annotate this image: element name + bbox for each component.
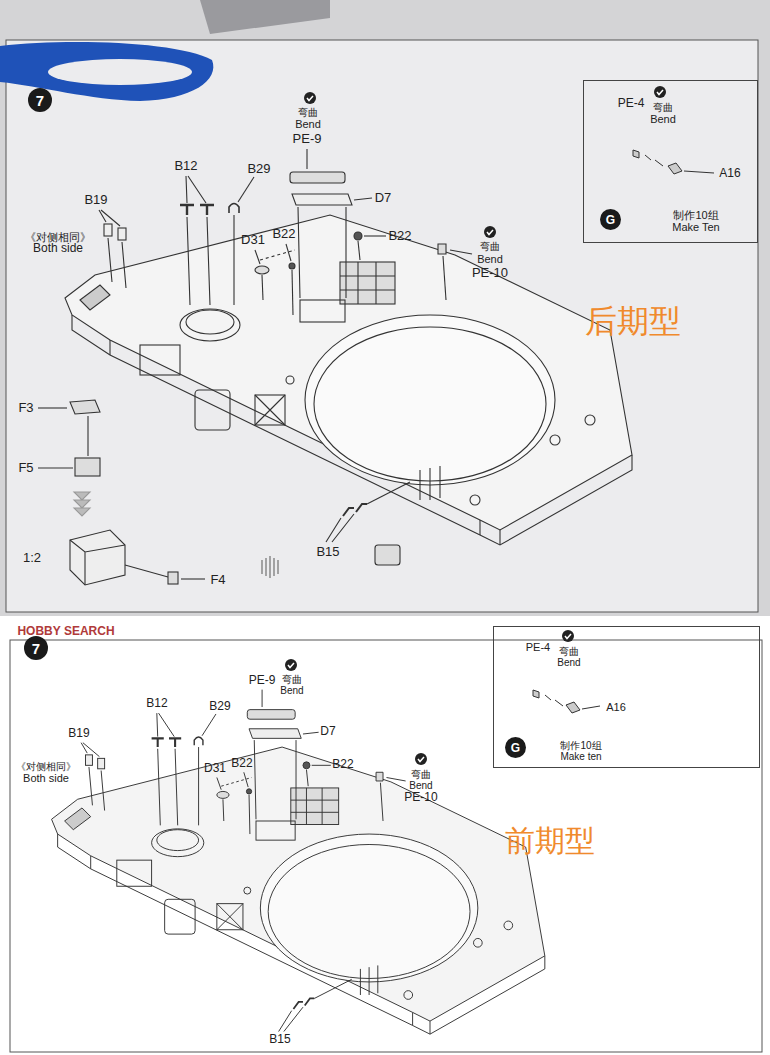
part-number: PE-9 [249,674,276,687]
part-number: B19 [84,193,107,207]
step-number: 7 [32,641,40,656]
bend-note: 弯曲 [559,646,579,657]
part-number: B22 [231,757,252,770]
variant-title: 前期型 [505,824,595,857]
side-note: 《对侧相同》 [25,231,91,243]
part-number: B12 [146,697,167,710]
step-number: 7 [36,93,44,108]
bend-note: 弯曲 [282,674,302,685]
step-number: 7 [28,88,52,112]
part-number: PE-10 [472,266,508,280]
part-number: D7 [320,725,335,738]
make-count-note: 制作10组 Make ten [548,740,614,762]
sub-step-letter: G [600,209,621,230]
part-number: B29 [209,700,230,713]
step-number: 7 [24,636,48,660]
bend-note: 弯曲 [480,241,500,252]
part-number: A16 [719,167,740,180]
part-number: B15 [316,545,339,559]
part-number: B22 [332,758,353,771]
bend-note: Bend [409,780,432,791]
watermark: HOBBY SEARCH [17,625,114,638]
part-number: B15 [269,1033,290,1046]
bend-note: 弯曲 [298,107,318,118]
side-note: Both side [33,242,83,255]
sub-step-letter: G [505,737,526,758]
bend-note: Bend [477,253,503,265]
variant-title: 后期型 [585,304,681,339]
side-note: Both side [23,772,69,784]
part-number: F3 [18,401,33,415]
inset-box: PE-4 弯曲BendA16 制作10组 Make ten G [493,626,760,768]
bend-note: Bend [280,685,303,696]
part-number: PE-4 [526,641,550,653]
bend-note: 弯曲 [653,102,673,113]
part-number: A16 [606,701,626,713]
bend-note: 弯曲 [411,769,431,780]
make-count-note: 制作10组 Make Ten [660,209,732,233]
part-number: PE-4 [618,97,645,110]
part-number: B22 [272,227,295,241]
part-number: D31 [241,233,265,247]
part-number: B22 [388,229,411,243]
inset-box: PE-4 弯曲BendA16 制作10组 Make Ten G [583,80,758,243]
part-number: F5 [18,461,33,475]
scale-note: 1:2 [23,551,41,565]
sub-step-letter: G [511,742,520,754]
bend-note: Bend [295,118,321,130]
part-number: F4 [210,573,225,587]
part-number: B29 [247,162,270,176]
part-number: PE-9 [293,132,322,146]
sub-step-letter: G [606,214,615,226]
part-number: B19 [68,727,89,740]
part-number: PE-10 [404,791,437,804]
bend-note: Bend [650,113,676,125]
side-note: 《对侧相同》 [16,761,76,772]
part-number: D7 [375,191,392,205]
bend-note: Bend [557,657,580,668]
part-number: B12 [174,159,197,173]
part-number: D31 [204,762,226,775]
